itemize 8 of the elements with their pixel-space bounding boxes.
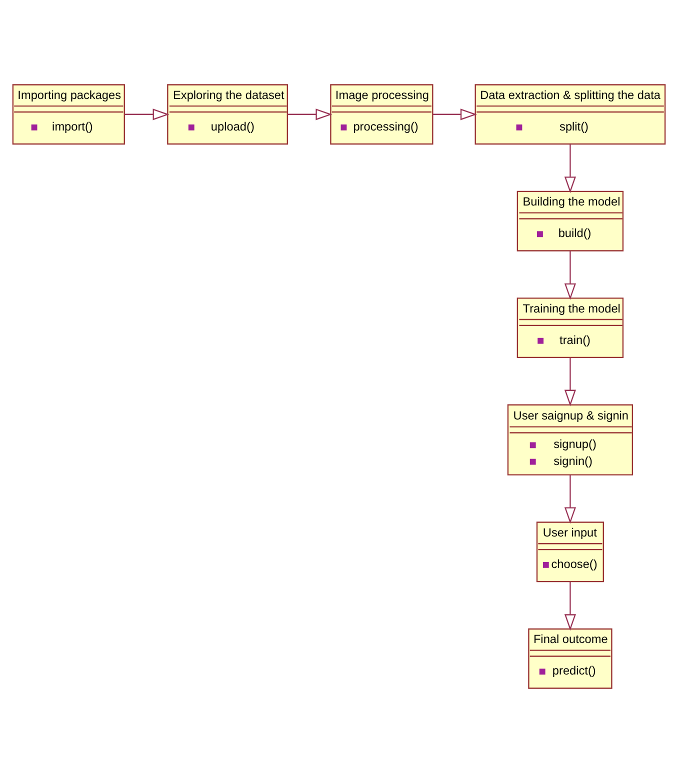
arrow [564,581,576,630]
arrow [432,108,478,120]
arrow [564,144,576,193]
arrow [564,357,576,406]
arrow [287,108,332,120]
arrow [564,474,576,524]
arrow [124,108,170,120]
arrow [564,250,576,300]
